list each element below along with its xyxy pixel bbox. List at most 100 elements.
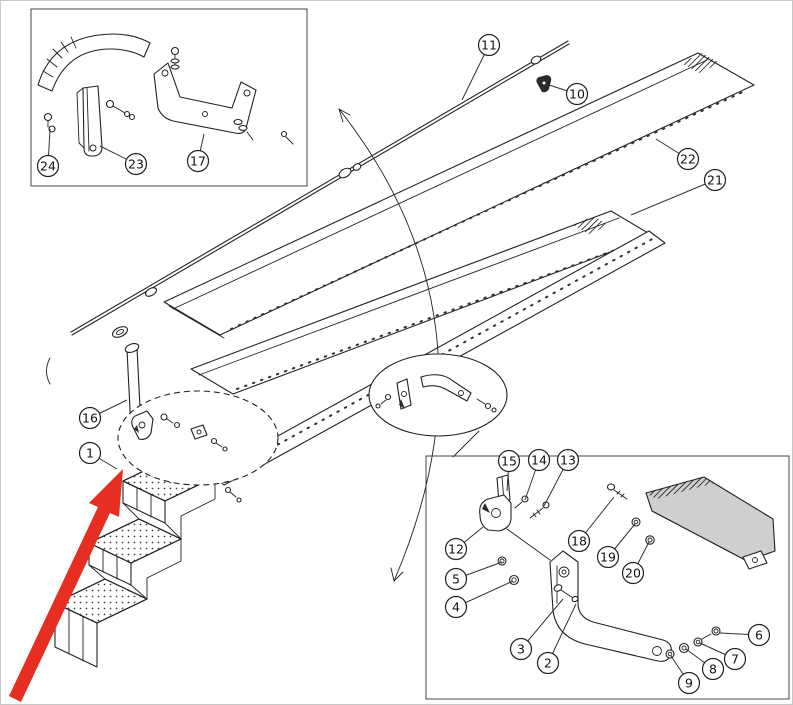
callout-balloon bbox=[124, 152, 148, 176]
rod-clamp-10 bbox=[536, 75, 552, 93]
callout-number: 3 bbox=[517, 642, 525, 657]
callout-10: 10 bbox=[548, 82, 589, 106]
step-tread bbox=[53, 578, 149, 624]
callout-14: 14 bbox=[524, 448, 551, 501]
callout-balloon bbox=[78, 441, 102, 465]
washer-19 bbox=[631, 517, 641, 527]
support-rod-11 bbox=[70, 40, 570, 336]
callout-17: 17 bbox=[186, 133, 210, 173]
callout-11: 11 bbox=[461, 33, 501, 101]
callout-balloon bbox=[509, 637, 533, 661]
arrowhead-bottom bbox=[390, 567, 404, 582]
callout-balloon bbox=[78, 406, 102, 430]
callout-number: 17 bbox=[190, 154, 206, 169]
callout-number: 8 bbox=[709, 662, 717, 677]
callout-7: 7 bbox=[699, 642, 747, 671]
washer-4 bbox=[508, 574, 520, 586]
strap-bracket-23 bbox=[76, 85, 136, 157]
callout-number: 15 bbox=[501, 454, 517, 469]
nut-5 bbox=[497, 556, 507, 566]
callout-balloon bbox=[527, 448, 551, 472]
motion-arrow bbox=[338, 108, 440, 582]
callout-balloon bbox=[186, 149, 210, 173]
callout-number: 7 bbox=[731, 652, 739, 667]
rail-perforations bbox=[230, 90, 746, 330]
callout-5: 5 bbox=[444, 561, 503, 591]
step-rail-plate bbox=[645, 476, 776, 570]
callout-6: 6 bbox=[719, 623, 771, 647]
callout-2: 2 bbox=[536, 603, 577, 675]
callout-number: 16 bbox=[82, 411, 98, 426]
callout-leader bbox=[630, 179, 716, 216]
detail-frame bbox=[30, 8, 308, 187]
callout-24: 24 bbox=[36, 128, 60, 178]
callout-number: 6 bbox=[755, 628, 763, 643]
callout-21: 21 bbox=[630, 168, 727, 216]
callout-balloon bbox=[703, 168, 727, 192]
u-bracket-17 bbox=[153, 46, 294, 145]
callout-balloon bbox=[621, 561, 645, 585]
callout-23: 23 bbox=[99, 145, 148, 176]
callout-number: 5 bbox=[452, 572, 460, 587]
nut-20 bbox=[645, 535, 655, 545]
callout-number: 10 bbox=[569, 87, 585, 102]
callout-number: 9 bbox=[685, 676, 693, 691]
callout-number: 23 bbox=[128, 157, 144, 172]
channel-perforations bbox=[247, 236, 657, 462]
attachment-screws bbox=[224, 486, 242, 503]
callout-number: 4 bbox=[452, 600, 460, 615]
callout-number: 14 bbox=[531, 453, 547, 468]
callout-balloon bbox=[36, 154, 60, 178]
callout-13: 13 bbox=[543, 448, 580, 507]
fastener-24 bbox=[43, 112, 56, 133]
callout-4: 4 bbox=[444, 580, 514, 619]
callout-balloon bbox=[677, 671, 701, 695]
callout-number: 18 bbox=[571, 534, 587, 549]
bolt-6 bbox=[701, 626, 721, 640]
foot-pad bbox=[742, 550, 768, 570]
callout-number: 20 bbox=[625, 566, 641, 581]
callout-balloon bbox=[701, 657, 725, 681]
pivot-bracket-12 bbox=[479, 494, 551, 561]
callout-number: 19 bbox=[600, 550, 616, 565]
callout-balloon bbox=[444, 595, 468, 619]
washer-9 bbox=[665, 649, 675, 659]
washer-7 bbox=[693, 637, 703, 647]
callout-3: 3 bbox=[509, 598, 564, 661]
callout-balloon bbox=[747, 623, 771, 647]
callout-balloon bbox=[723, 647, 747, 671]
callout-number: 22 bbox=[680, 152, 696, 167]
bracket-detail-ellipse-dashed bbox=[117, 390, 279, 486]
callout-22: 22 bbox=[655, 138, 700, 171]
callout-12: 12 bbox=[444, 526, 484, 561]
callout-balloon bbox=[596, 545, 620, 569]
callout-15: 15 bbox=[497, 449, 521, 492]
callout-balloon bbox=[676, 147, 700, 171]
callout-20: 20 bbox=[621, 541, 650, 585]
callout-9: 9 bbox=[670, 655, 701, 695]
vent-hatch bbox=[646, 477, 714, 499]
callout-balloon bbox=[444, 567, 468, 591]
spacer-8 bbox=[678, 642, 690, 654]
detail-box-bottom-right bbox=[425, 455, 790, 700]
detail-frame bbox=[425, 455, 790, 700]
callout-balloon bbox=[497, 449, 521, 473]
callout-balloon bbox=[565, 82, 589, 106]
callout-balloon bbox=[567, 529, 591, 553]
step-tread bbox=[87, 518, 183, 564]
detail-box-top-left bbox=[30, 8, 308, 187]
fender-shield bbox=[37, 33, 151, 92]
callout-19: 19 bbox=[596, 523, 636, 569]
main-assembly bbox=[46, 40, 755, 668]
callout-balloon bbox=[556, 448, 580, 472]
callout-number: 12 bbox=[448, 542, 464, 557]
callout-balloon bbox=[444, 537, 468, 561]
callout-balloon bbox=[477, 33, 501, 57]
upper-rail-22 bbox=[163, 52, 755, 339]
callout-8: 8 bbox=[685, 648, 725, 681]
screw-13 bbox=[529, 501, 550, 519]
vent-hatch bbox=[681, 53, 720, 73]
callout-number: 13 bbox=[560, 453, 576, 468]
